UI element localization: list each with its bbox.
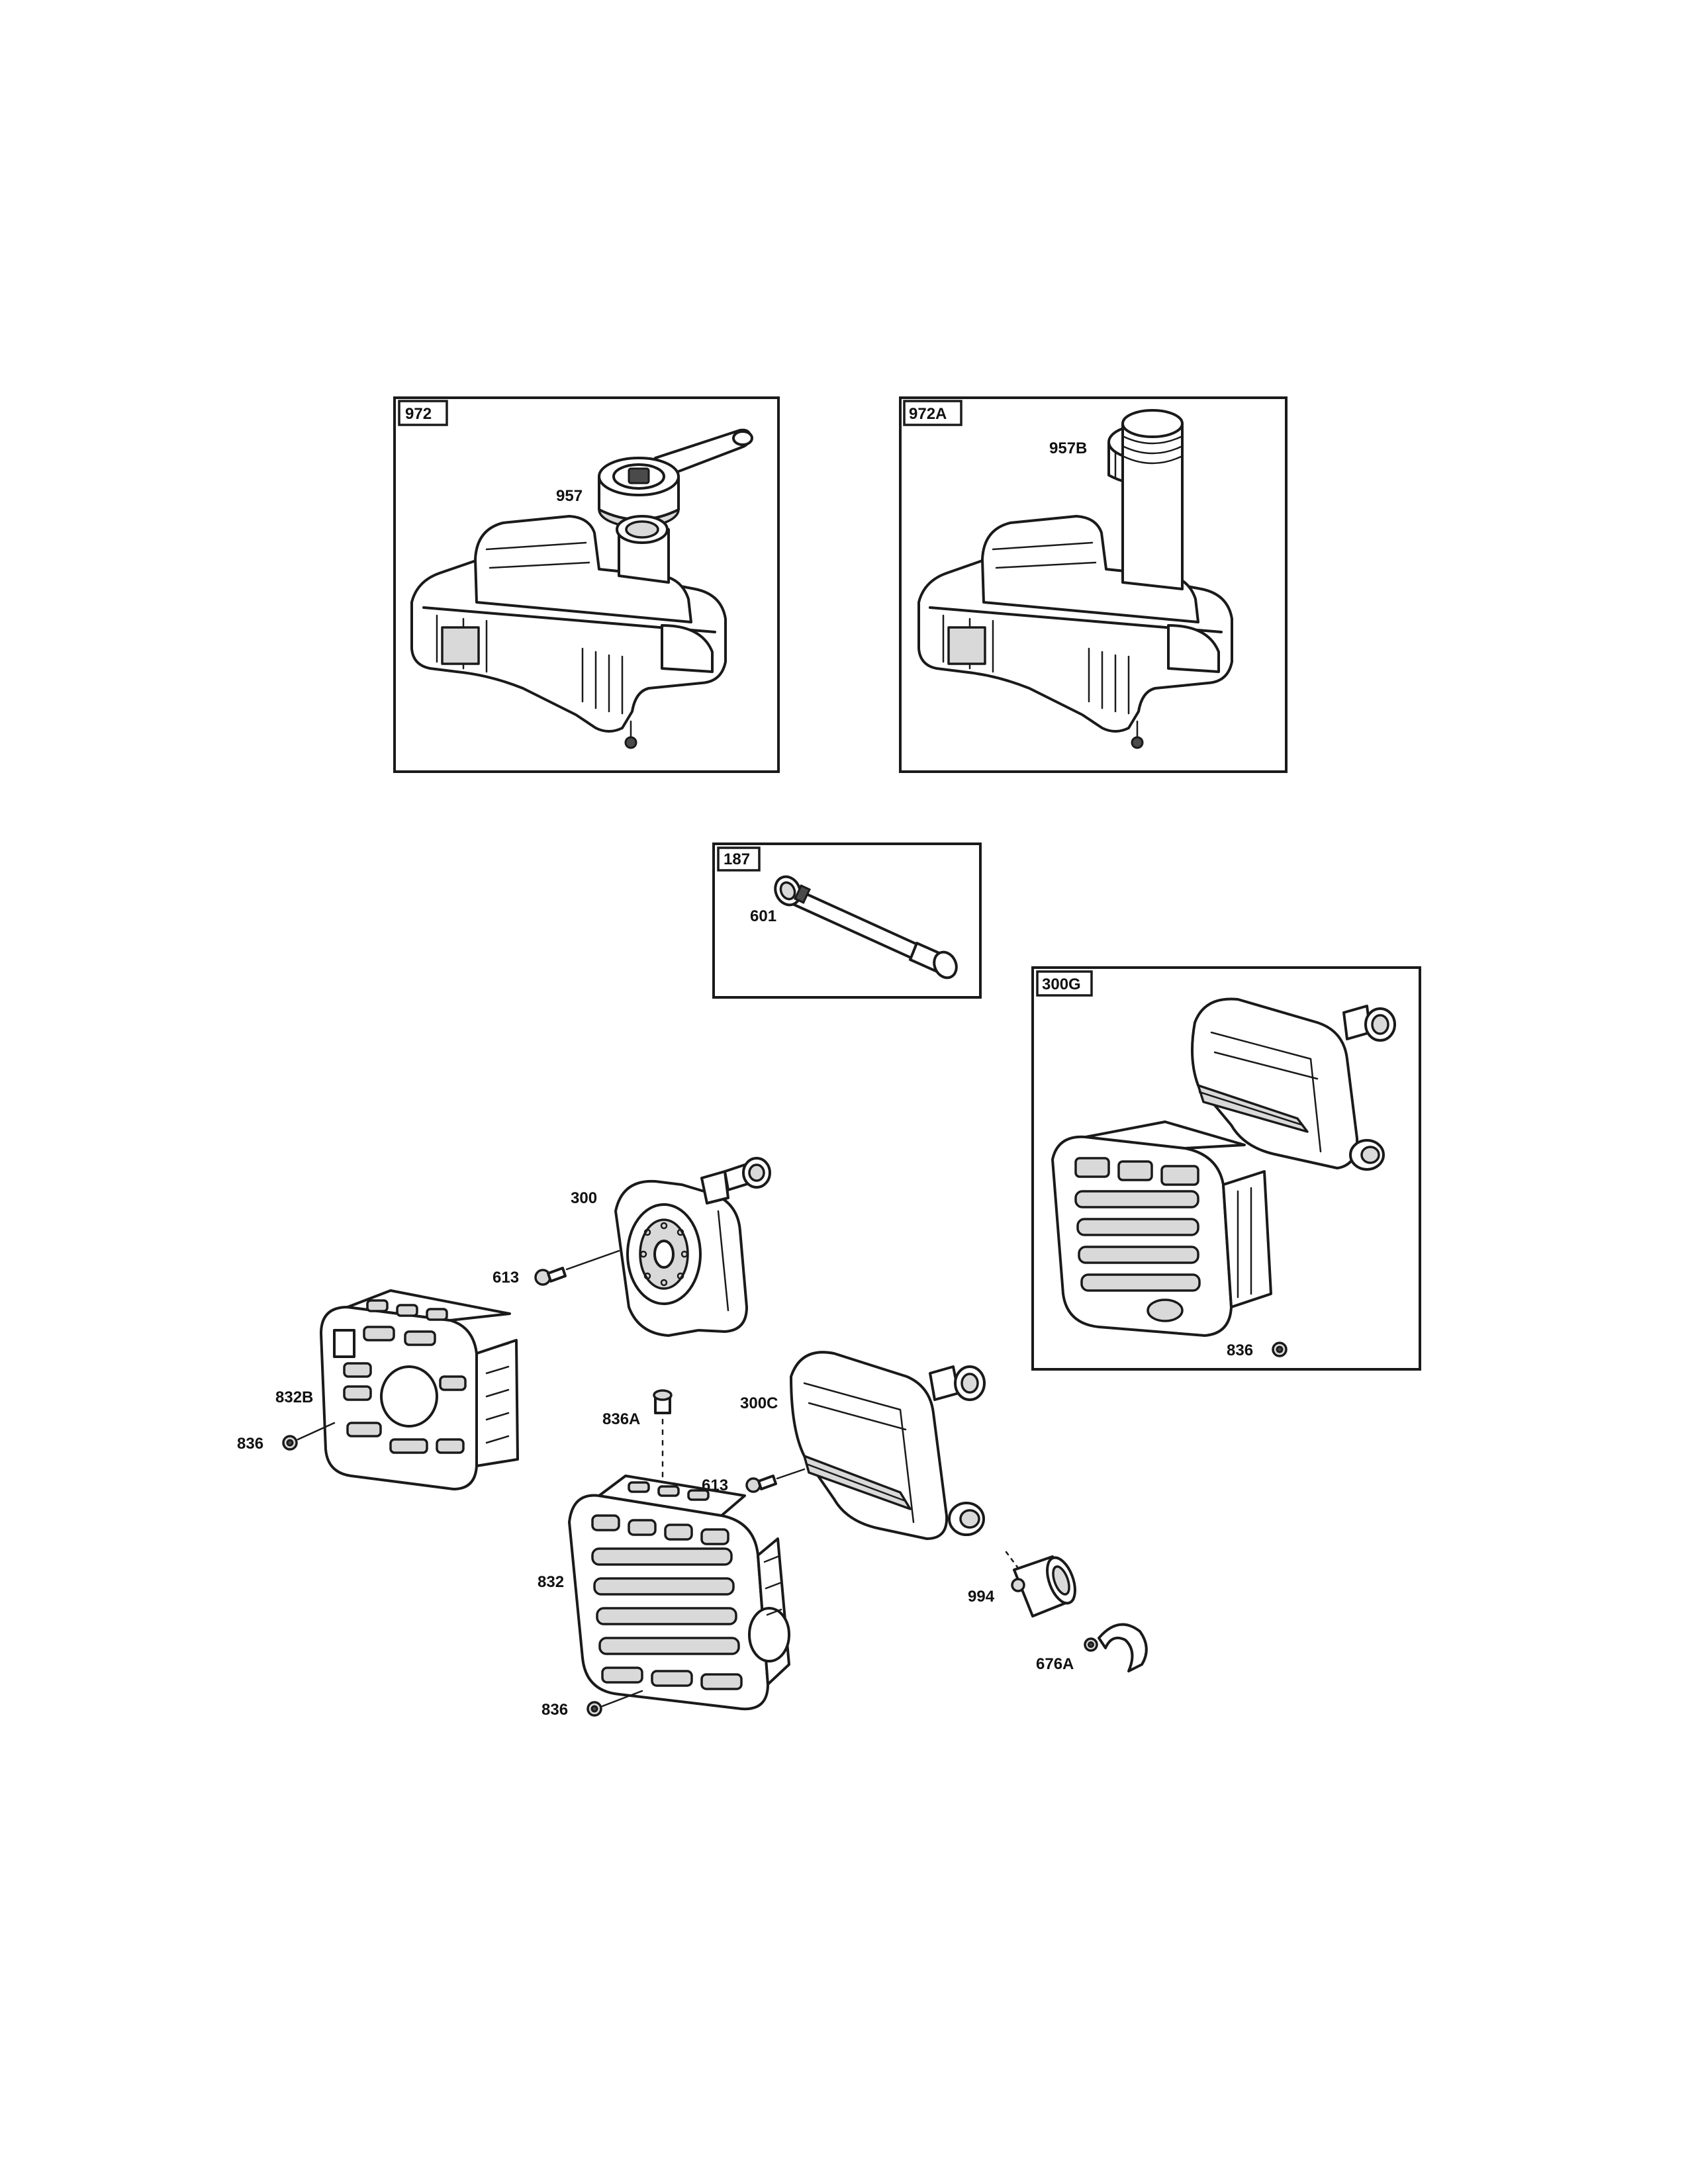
muffler-300c: [790, 1351, 986, 1540]
muffler-300: [614, 1157, 771, 1337]
label-836-left: 836: [237, 1435, 263, 1453]
nut-836a: [653, 1389, 673, 1484]
deflector-994: [1005, 1551, 1076, 1617]
fuel-cap-957: [598, 428, 753, 528]
muffler-300g: [1191, 997, 1396, 1171]
clamp-676a: [1084, 1623, 1148, 1672]
screw-613-lower: [745, 1468, 806, 1493]
fuel-tank-972a: [917, 409, 1233, 749]
box-972a-tag: 972A: [909, 405, 947, 423]
label-300c: 300C: [740, 1394, 778, 1412]
label-832: 832: [538, 1573, 564, 1591]
pipe-601: [774, 875, 958, 979]
box-972a: 972A 957B: [899, 396, 1288, 773]
screw-613-upper: [534, 1250, 620, 1286]
label-836-kit: 836: [1227, 1342, 1253, 1359]
label-957: 957: [556, 487, 583, 505]
label-836-bottom: 836: [541, 1701, 568, 1719]
label-300: 300: [571, 1189, 597, 1207]
label-832b: 832B: [275, 1388, 313, 1406]
box-972-tag: 972: [405, 405, 432, 423]
guard-832: [568, 1475, 790, 1711]
guard-300g: [1051, 1120, 1272, 1337]
label-676a: 676A: [1036, 1655, 1074, 1673]
box-300g-tag: 300G: [1042, 976, 1081, 993]
nut-836-left: [282, 1422, 336, 1451]
box-972: 972 957: [393, 396, 780, 773]
guard-832b: [320, 1289, 519, 1490]
label-994: 994: [968, 1588, 995, 1606]
nut-836-bottom: [586, 1690, 643, 1717]
label-613-upper: 613: [492, 1269, 519, 1287]
box-187-tag: 187: [724, 850, 750, 868]
box-187: 187 601: [712, 842, 982, 999]
label-957b: 957B: [1049, 439, 1087, 457]
nut-836-kit: [1272, 1342, 1288, 1357]
label-836a: 836A: [602, 1410, 640, 1428]
label-601: 601: [750, 907, 776, 925]
fuel-tank-972: [410, 515, 727, 749]
box-300g: 300G: [1031, 966, 1421, 1371]
